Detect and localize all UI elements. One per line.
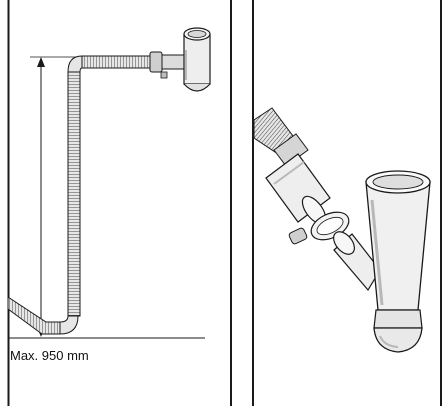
siphon-connection-detail-illustration [252, 0, 442, 406]
hose-clamp-icon [149, 51, 185, 79]
hose-installation-illustration [7, 0, 232, 406]
siphon-icon [183, 27, 211, 92]
right-panel [252, 0, 442, 406]
max-height-caption: Max. 950 mm [10, 348, 89, 363]
left-panel: Max. 950 mm [7, 0, 232, 406]
siphon-icon [333, 170, 431, 353]
drain-hose-icon [7, 55, 153, 335]
height-dimension-arrow-icon [37, 57, 45, 337]
drain-hose-icon [253, 107, 331, 225]
